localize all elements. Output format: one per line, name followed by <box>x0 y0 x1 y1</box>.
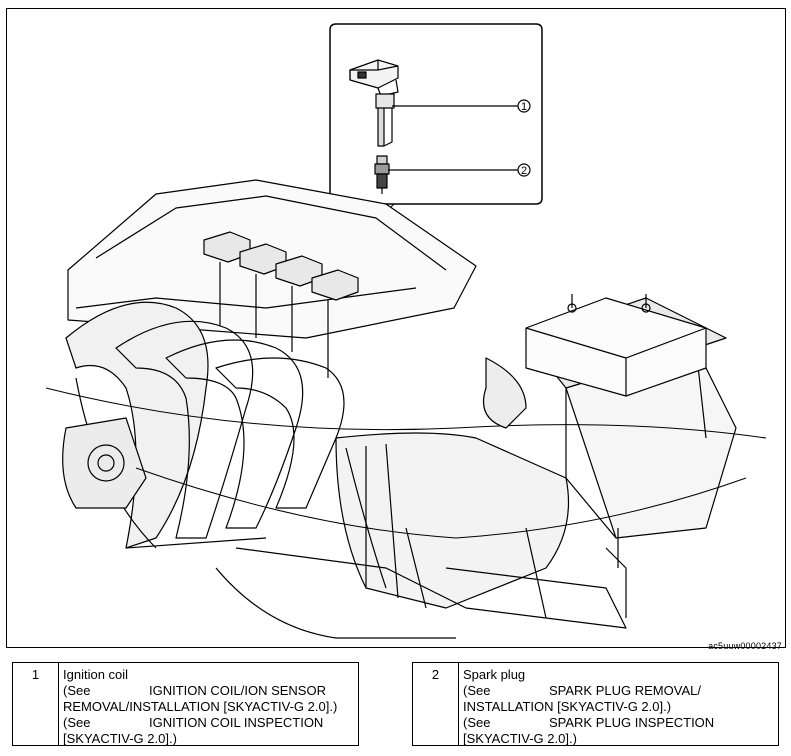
reference-link-continued[interactable]: REMOVAL/INSTALLATION [SKYACTIV-G 2.0].) <box>63 699 338 714</box>
engine-figure: 1 2 ac5uuw00002437 <box>6 8 786 651</box>
legend-see-line: (See IGNITION COIL INSPECTION <box>63 715 354 731</box>
figure-frame <box>6 8 786 648</box>
legend-body: Spark plug (See SPARK PLUG REMOVAL/ INSTA… <box>463 667 774 747</box>
callout-2-circle <box>517 163 531 177</box>
callout-1-label: 1 <box>521 101 527 113</box>
reference-link-continued[interactable]: [SKYACTIV-G 2.0].) <box>463 731 577 746</box>
legend-title: Spark plug <box>463 667 526 682</box>
reference-link-continued[interactable]: [SKYACTIV-G 2.0].) <box>63 731 177 746</box>
engine-coils <box>203 231 359 301</box>
ignition-coil-drawing <box>349 59 399 147</box>
legend-number: 1 <box>13 663 59 745</box>
see-prefix: (See <box>63 715 91 730</box>
reference-link[interactable]: IGNITION COIL/ION SENSOR <box>149 683 326 698</box>
legend-body: Ignition coil (See IGNITION COIL/ION SENS… <box>63 667 354 747</box>
air-duct <box>335 432 570 609</box>
engine-block <box>215 527 627 639</box>
engine-drawing: 1 2 <box>45 23 767 639</box>
callout-1-circle <box>517 99 531 113</box>
callout-2-label: 2 <box>521 165 527 177</box>
legend-number: 2 <box>413 663 459 745</box>
figure-code: ac5uuw00002437 <box>708 641 782 651</box>
battery <box>525 294 707 397</box>
legend-see-line: (See SPARK PLUG INSPECTION <box>463 715 774 731</box>
spark-plug-drawing <box>374 155 390 194</box>
see-prefix: (See <box>463 715 491 730</box>
legend-see-line: (See SPARK PLUG REMOVAL/ <box>463 683 774 699</box>
legend-title: Ignition coil <box>63 667 129 682</box>
see-prefix: (See <box>63 683 91 698</box>
legend-item-ignition-coil: 1 Ignition coil (See IGNITION COIL/ION SE… <box>12 662 359 746</box>
intake-manifold <box>65 301 345 549</box>
reference-link[interactable]: SPARK PLUG REMOVAL/ <box>549 683 701 698</box>
detail-inset-box <box>329 23 543 205</box>
legend-item-spark-plug: 2 Spark plug (See SPARK PLUG REMOVAL/ INS… <box>412 662 779 746</box>
reference-link[interactable]: IGNITION COIL INSPECTION <box>149 715 324 730</box>
reference-link-continued[interactable]: INSTALLATION [SKYACTIV-G 2.0].) <box>463 699 672 714</box>
reference-link[interactable]: SPARK PLUG INSPECTION <box>549 715 715 730</box>
legend-see-line: (See IGNITION COIL/ION SENSOR <box>63 683 354 699</box>
see-prefix: (See <box>463 683 491 698</box>
throttle-body <box>62 417 147 509</box>
